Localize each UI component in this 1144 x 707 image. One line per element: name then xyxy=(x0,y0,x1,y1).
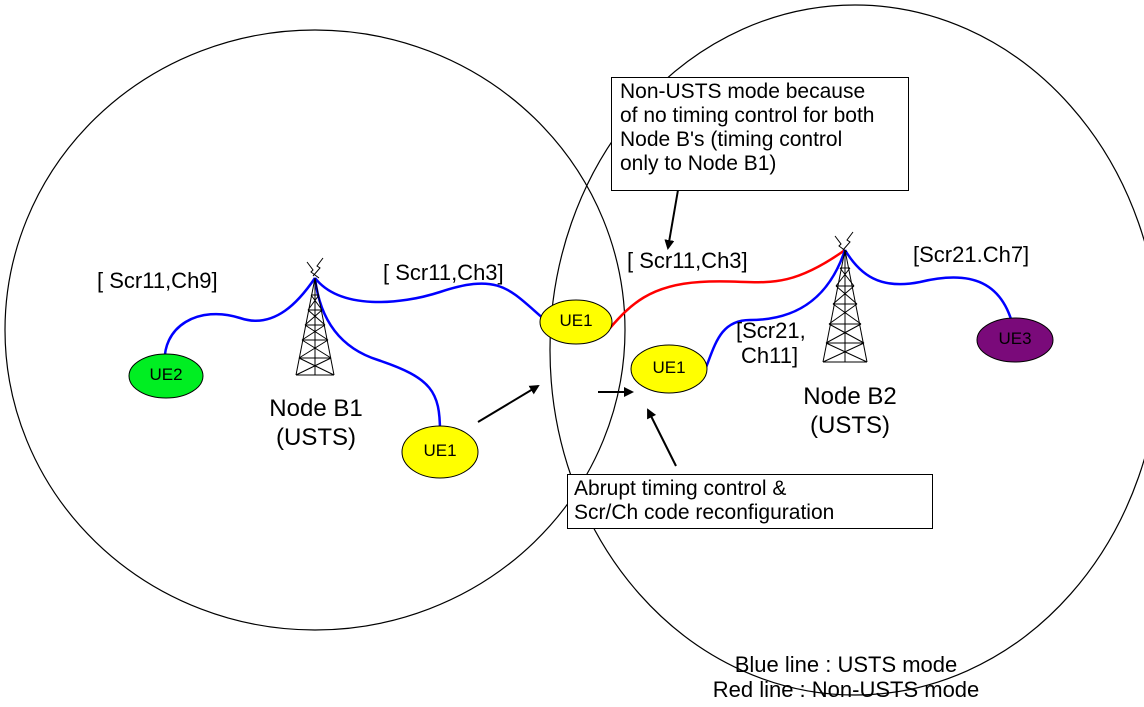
non-usts-note-line-1: Non-USTS mode because xyxy=(620,80,866,103)
ue1-b2-link-label-line2: Ch11] xyxy=(741,343,799,368)
ue1-overlap-link-label: [ Scr11,Ch3] xyxy=(627,248,748,273)
ue1-b2-icon xyxy=(630,344,708,394)
ue1-b1-link-label: [ Scr11,Ch3] xyxy=(383,260,504,285)
ue3-link-label: [Scr21.Ch7] xyxy=(913,242,1030,267)
ue2-icon xyxy=(128,353,204,399)
abrupt-note-box: Abrupt timing control & Scr/Ch code reco… xyxy=(567,474,933,529)
ue1-moving-label: UE1 xyxy=(423,441,457,460)
non-usts-note-line-3: Node B's (timing control xyxy=(620,128,843,151)
link-ue1-overlap-b2 xyxy=(609,248,846,329)
ue3-icon xyxy=(976,317,1054,363)
node-b1-tower-icon xyxy=(295,257,335,376)
link-b1-ue1-overlap xyxy=(314,277,546,321)
link-b1-ue1-moving xyxy=(313,277,442,433)
ue1-overlap-icon xyxy=(539,299,613,345)
move-arrow-1 xyxy=(477,384,540,423)
node-b1-mode: (USTS) xyxy=(276,424,356,451)
link-ue1-b2 xyxy=(703,249,847,371)
link-b2-ue3 xyxy=(843,249,1017,336)
node-b1-cell xyxy=(4,29,626,631)
legend-red-line: Red line : Non-USTS mode xyxy=(712,677,980,702)
note-arrow-abrupt xyxy=(647,408,677,467)
node-b2-mode: (USTS) xyxy=(810,412,890,439)
node-b2-name: Node B2 xyxy=(803,383,897,410)
legend-blue-line: Blue line : USTS mode xyxy=(734,652,958,677)
ue1-moving-icon xyxy=(401,425,479,479)
non-usts-note-box: Non-USTS mode because of no timing contr… xyxy=(611,77,909,191)
link-ue2-b1 xyxy=(163,277,317,369)
node-b2-cell xyxy=(549,4,1144,696)
abrupt-note-line-1: Abrupt timing control & xyxy=(574,477,787,500)
note-arrow-non-usts xyxy=(664,189,679,250)
abrupt-note-line-2: Scr/Ch code reconfiguration xyxy=(574,501,835,524)
node-b2-tower-icon xyxy=(822,231,868,363)
ue1-overlap-label: UE1 xyxy=(559,311,593,330)
node-b1-name: Node B1 xyxy=(269,395,363,422)
ue1-b2-link-label-line1: [Scr21, xyxy=(736,318,806,343)
non-usts-note-line-4: only to Node B1) xyxy=(620,152,777,175)
ue2-label: UE2 xyxy=(149,365,183,384)
non-usts-note-line-2: of no timing control for both xyxy=(620,104,875,127)
ue2-link-label: [ Scr11,Ch9] xyxy=(97,268,218,293)
ue1-b2-label: UE1 xyxy=(652,358,686,377)
ue3-label: UE3 xyxy=(998,329,1032,348)
